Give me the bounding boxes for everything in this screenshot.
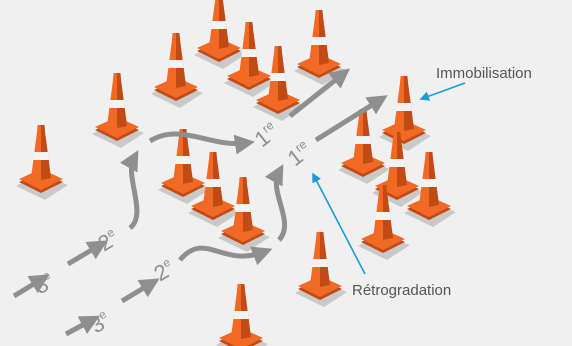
traffic-cone-icon (295, 232, 347, 307)
gear-label-first-lower: 1re (283, 137, 317, 171)
traffic-cone-icon (151, 33, 203, 108)
traffic-cone-icon (16, 125, 68, 200)
upper-s-curve-arrow (119, 150, 140, 230)
gear-label-second-upper: 2e (93, 225, 123, 256)
gear-label-third-lower: 3e (85, 307, 115, 338)
gear-label-first-upper: 1re (250, 118, 284, 152)
traffic-cone-icon (216, 284, 268, 346)
lower-first-gear-arrow (314, 95, 388, 143)
lower-rise-arrow (264, 164, 287, 242)
gear-labels: 3e 2e 1re 3e 2e 1re (29, 118, 317, 338)
traffic-cone-icon (379, 76, 431, 151)
traffic-cone-icon (92, 73, 144, 148)
path-arrows (12, 68, 388, 337)
gear-label-second-lower: 2e (149, 255, 179, 286)
immobilisation-pointer (419, 82, 466, 101)
callouts: Immobilisation Rétrogradation (312, 65, 532, 299)
upper-first-gear-arrow (288, 68, 351, 118)
upper-second-gear-arrow (66, 240, 108, 267)
upper-mid-curve-arrow (148, 131, 255, 155)
retrogradation-pointer (312, 172, 366, 275)
lower-curve-arrow (178, 245, 273, 266)
traffic-cone-icon (294, 10, 346, 85)
retrogradation-label: Rétrogradation (352, 282, 451, 299)
upper-third-gear-arrow (12, 274, 50, 299)
lower-second-gear-arrow (120, 278, 160, 304)
lower-third-gear-arrow (64, 315, 100, 337)
immobilisation-label: Immobilisation (436, 65, 532, 82)
gear-label-third-upper: 3e (29, 268, 59, 299)
traffic-cone-icon (194, 0, 246, 69)
